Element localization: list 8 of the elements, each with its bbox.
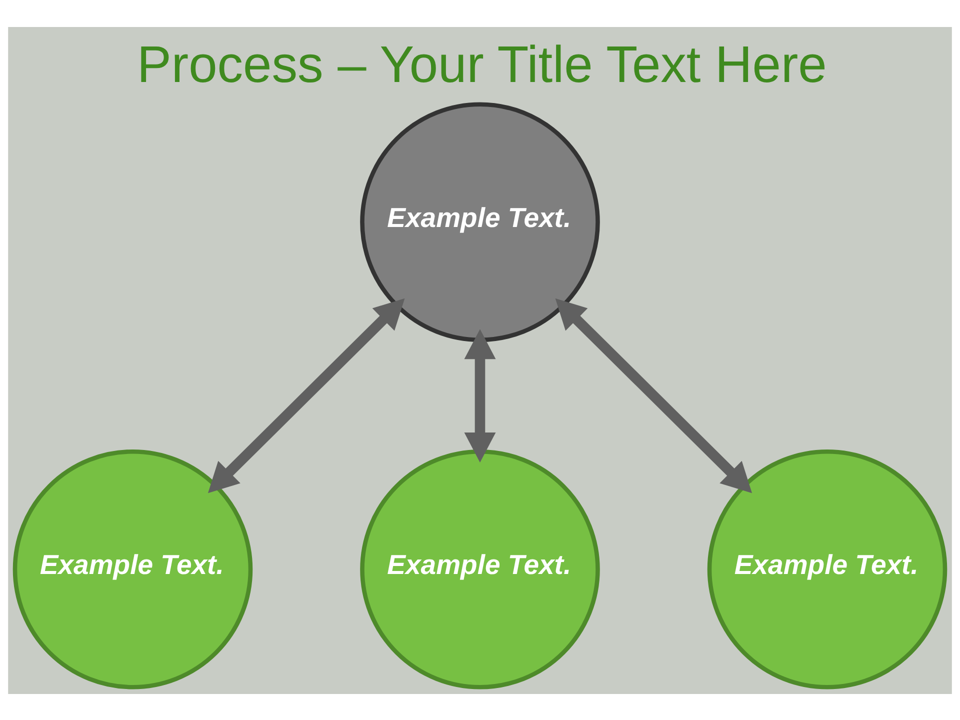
arrow [208,298,405,493]
arrow [464,328,496,462]
node-circle: Example Text. [707,448,948,689]
node-circle: Example Text. [12,448,253,689]
node-circle: Example Text. [360,102,600,342]
diagram-title: Process – Your Title Text Here [137,34,827,93]
arrow [555,298,752,493]
node-circle: Example Text. [360,448,600,689]
